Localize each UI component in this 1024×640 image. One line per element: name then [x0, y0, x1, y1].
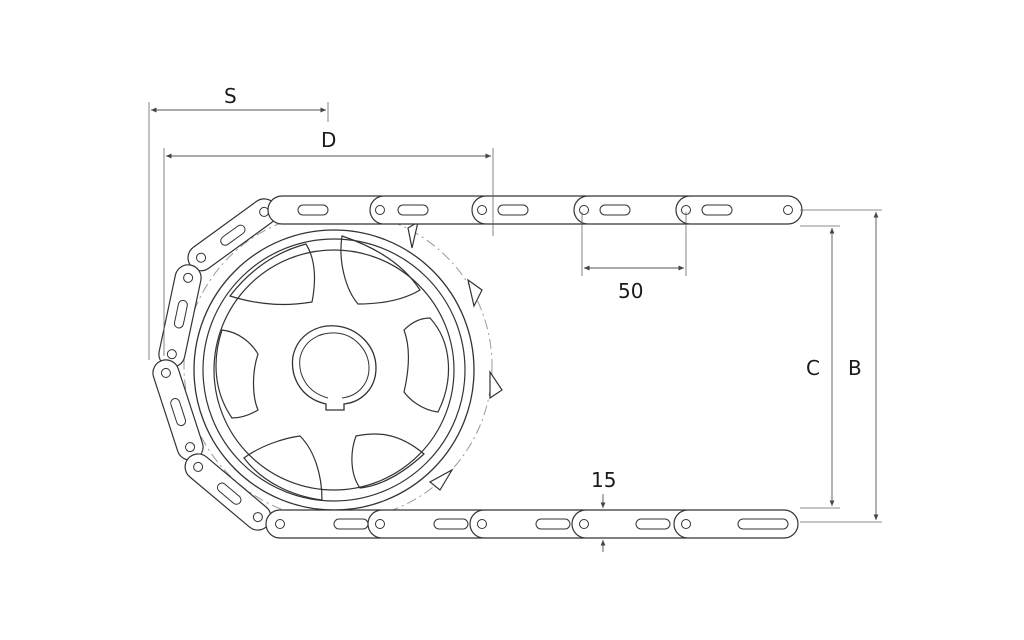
- top-chain: [267, 195, 803, 225]
- label-b: B: [848, 356, 862, 380]
- label-c: C: [806, 356, 820, 380]
- bottom-chain: [265, 509, 799, 539]
- wrapped-chain-links: [152, 198, 278, 531]
- sprocket-windows: [215, 235, 450, 501]
- label-s: S: [224, 84, 237, 108]
- dimension-c: [800, 225, 840, 509]
- sprocket-teeth: [407, 220, 503, 491]
- dimension-d: [163, 148, 494, 356]
- dimension-s: [148, 102, 329, 360]
- dimension-b: [800, 209, 882, 523]
- hub-bore: [291, 325, 377, 411]
- label-d: D: [321, 128, 337, 152]
- label-thickness: 15: [591, 468, 617, 492]
- label-pitch: 50: [618, 279, 644, 303]
- dimension-pitch: [581, 212, 687, 276]
